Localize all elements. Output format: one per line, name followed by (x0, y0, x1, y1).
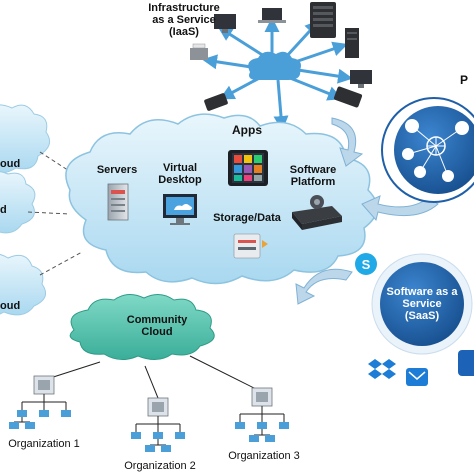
software-platform-line2: Platform (290, 176, 336, 188)
software-platform-icon (292, 195, 342, 230)
storage-data-label: Storage/Data (213, 212, 281, 224)
iaas-label: Infrastructure as a Service (IaaS) (140, 2, 228, 38)
paas-corner-label: P (460, 73, 469, 87)
saas-label-line2: Service (402, 298, 442, 310)
saas-circle (371, 253, 473, 355)
left-dashed-links (27, 151, 83, 276)
apps-label: Apps (232, 123, 262, 137)
organization-2-label: Organization 2 (124, 460, 196, 472)
community-cloud (69, 294, 215, 360)
app-tile-icon (458, 350, 474, 376)
server-rack-icon (345, 28, 359, 58)
iaas-label-line1: Infrastructure (148, 2, 220, 14)
paas-circle (381, 97, 474, 203)
dropbox-icon (368, 359, 396, 379)
server-tower-icon (310, 2, 336, 38)
organization-1-label: Organization 1 (8, 438, 80, 450)
organization-3-label: Organization 3 (228, 450, 300, 462)
saas-label-line3: (SaaS) (404, 310, 440, 322)
virtual-desktop-label: Virtual Desktop (150, 162, 210, 186)
printer-icon (190, 43, 208, 60)
phone-icon (204, 93, 228, 111)
left-cloud-1 (0, 104, 51, 174)
skype-icon: S (355, 253, 377, 275)
storage-data-icon (233, 233, 268, 259)
desktop-icon (350, 70, 372, 88)
left-cloud-1-label: oud (0, 158, 21, 170)
iaas-label-line2: as a Service (152, 14, 216, 26)
tablet-icon (333, 86, 363, 108)
left-cloud-3-label: oud (0, 300, 21, 312)
community-links (43, 355, 263, 399)
servers-icon (107, 183, 129, 221)
left-cloud-3 (0, 253, 47, 316)
community-cloud-line1: Community (126, 314, 188, 326)
monitor-icon (214, 14, 236, 33)
left-cloud-2 (0, 171, 36, 234)
left-clouds (0, 104, 83, 316)
virtual-desktop-line1: Virtual (162, 162, 198, 174)
org-tree-2 (131, 397, 185, 452)
connector-arrows (295, 117, 439, 305)
laptop-icon (258, 8, 286, 23)
org-tree-1 (9, 375, 71, 429)
software-platform-line1: Software (289, 164, 337, 176)
left-cloud-2-label: d (0, 204, 7, 216)
community-cloud-label: Community Cloud (118, 314, 196, 338)
community-cloud-line2: Cloud (141, 326, 173, 338)
org-tree-3 (235, 387, 289, 442)
software-platform-label: Software Platform (280, 164, 346, 188)
svg-text:S: S (362, 257, 371, 272)
saas-label: Software as a Service (SaaS) (376, 286, 468, 322)
iaas-network (190, 2, 372, 131)
virtual-desktop-line2: Desktop (158, 174, 202, 186)
iaas-hub-cloud (248, 51, 301, 80)
apps-icon (228, 150, 268, 186)
mail-icon (406, 368, 428, 386)
iaas-label-line3: (IaaS) (169, 26, 199, 38)
virtual-desktop-icon (163, 194, 197, 225)
saas-label-line1: Software as a (386, 286, 458, 298)
servers-label: Servers (96, 164, 138, 176)
